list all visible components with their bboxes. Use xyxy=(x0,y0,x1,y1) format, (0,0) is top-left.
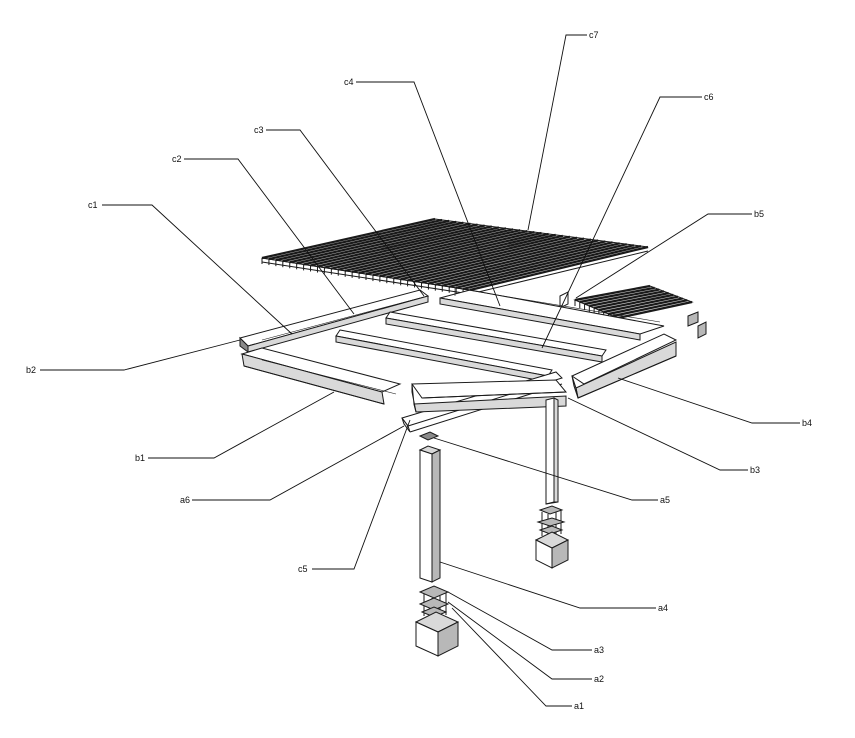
edge-beam-b2 xyxy=(239,289,430,353)
girder-b3 xyxy=(411,379,568,413)
anchor-plate-a2 xyxy=(418,597,450,611)
roof-rib xyxy=(310,224,485,267)
label-c5: c5 xyxy=(298,564,308,574)
edge-beam-b4 xyxy=(570,333,678,399)
roof-rib xyxy=(289,221,464,264)
roof-ribs xyxy=(261,217,649,296)
left-base-assembly xyxy=(414,585,460,657)
end-purlin-pieces xyxy=(559,284,707,339)
label-a3: a3 xyxy=(594,645,604,655)
roof-rib xyxy=(593,292,669,310)
callouts: c7 c6 c4 c3 c2 c1 b5 b2 b4 b1 b3 a6 xyxy=(26,30,812,711)
roof-rib xyxy=(358,230,535,275)
label-a5: a5 xyxy=(660,495,670,505)
roof-rib xyxy=(282,220,457,263)
roof-rib xyxy=(338,228,514,271)
roof-rib xyxy=(608,297,683,316)
roof-rib xyxy=(428,240,606,285)
right-base-assembly xyxy=(534,505,570,569)
label-b3: b3 xyxy=(750,465,760,475)
label-c2: c2 xyxy=(172,154,182,164)
roof-rib xyxy=(617,300,693,320)
roof-rib xyxy=(261,217,436,260)
label-c6: c6 xyxy=(704,92,714,102)
roof-rib xyxy=(414,238,592,283)
right-column xyxy=(545,397,559,505)
roof-rib xyxy=(407,237,585,282)
roof-rib xyxy=(365,231,542,276)
roof-rib xyxy=(317,225,493,268)
roof-rib xyxy=(462,244,642,291)
roof-deck-c7 xyxy=(261,217,649,296)
roof-rib xyxy=(372,232,549,277)
label-c7: c7 xyxy=(589,30,599,40)
roof-rib xyxy=(296,222,471,265)
roof-rib xyxy=(603,295,679,314)
roof-rib xyxy=(612,299,688,318)
label-c3: c3 xyxy=(254,125,264,135)
roof-rib xyxy=(324,226,500,269)
roof-rib xyxy=(344,229,521,272)
roof-rib xyxy=(400,236,578,281)
roof-rib xyxy=(589,290,665,308)
roof-rib xyxy=(331,227,507,270)
label-b2: b2 xyxy=(26,365,36,375)
cap-plate-a5 xyxy=(418,431,440,441)
label-a6: a6 xyxy=(180,495,190,505)
roof-rib xyxy=(435,241,613,286)
roof-rib xyxy=(584,288,660,306)
beam-c4 xyxy=(439,287,665,341)
end-ribs xyxy=(574,284,693,324)
roof-rib xyxy=(268,218,443,261)
roof-rib xyxy=(421,239,599,284)
roof-rib xyxy=(455,244,635,289)
label-c4: c4 xyxy=(344,77,354,87)
roof-rib xyxy=(386,234,564,279)
roof-rib xyxy=(598,293,674,312)
roof-rib xyxy=(303,223,478,266)
label-a4: a4 xyxy=(658,603,668,613)
roof-rib xyxy=(379,233,556,278)
roof-rib xyxy=(351,230,528,273)
roof-rib xyxy=(275,219,450,262)
roof-rib xyxy=(448,243,627,288)
roof-rib xyxy=(579,286,655,304)
label-c1: c1 xyxy=(88,200,98,210)
roof-rib xyxy=(442,242,620,287)
label-b1: b1 xyxy=(135,453,145,463)
label-b5: b5 xyxy=(754,209,764,219)
left-column-a4 xyxy=(418,445,442,583)
roof-rib xyxy=(574,284,651,302)
label-a1: a1 xyxy=(574,701,584,711)
label-b4: b4 xyxy=(802,418,812,428)
label-a2: a2 xyxy=(594,674,604,684)
edge-beam-b1 xyxy=(240,347,402,405)
